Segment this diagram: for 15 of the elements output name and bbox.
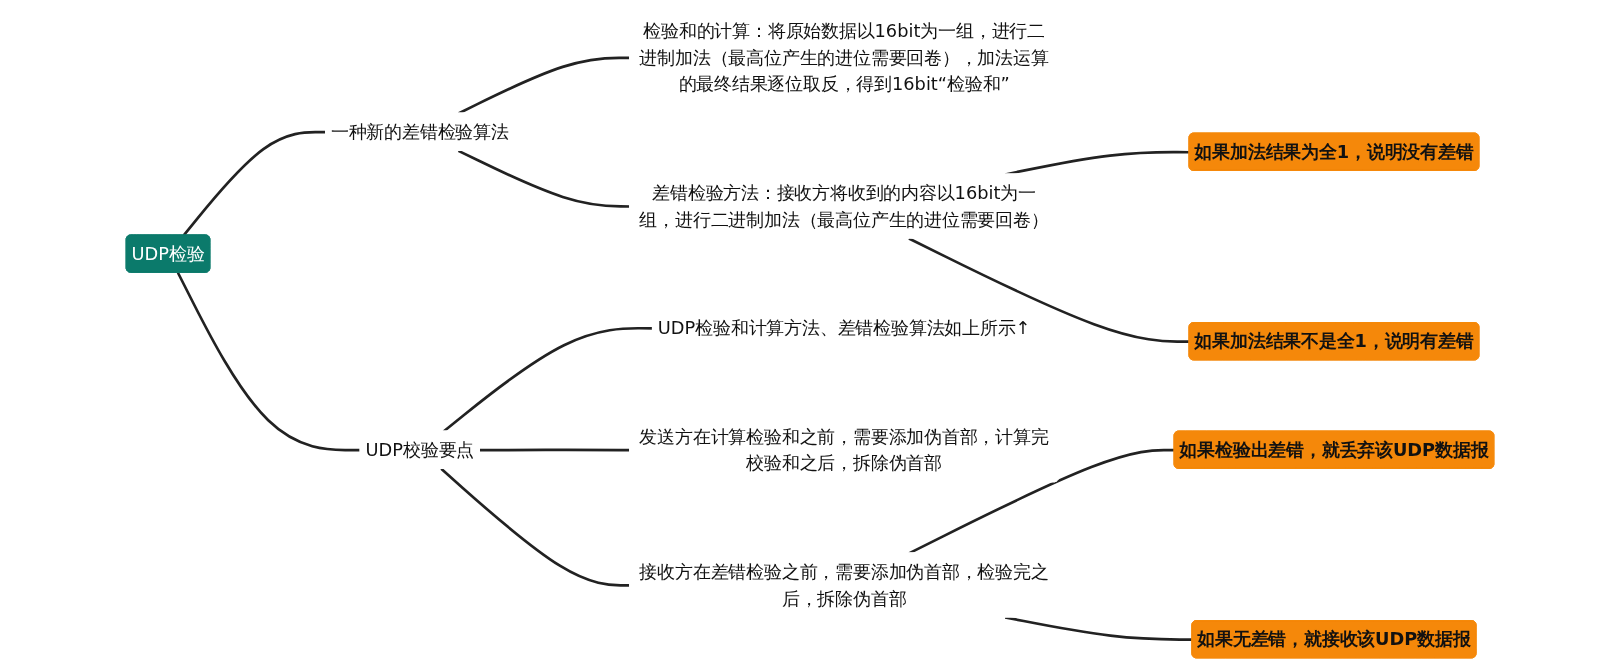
connector	[1004, 616, 1193, 641]
node-text: 差错检验方法：接收方将收到的内容以16bit为一组，进行二进制加法（最高位产生的进位需要回卷）	[639, 182, 1049, 231]
node-text: 发送方在计算检验和之前，需要添加伪首部，计算完校验和之后，拆除伪首部	[639, 425, 1049, 474]
node-text: UDP检验和计算方法、差错检验算法如上所示↑	[657, 317, 1031, 339]
connector	[440, 467, 631, 587]
node-text: UDP校验要点	[365, 439, 475, 461]
connector	[457, 56, 631, 115]
node-text: 检验和的计算：将原始数据以16bit为一组，进行二进制加法（最高位产生的进位需要回卷），加法运算的最终结果逐位取反，得到16bit“检验和”	[639, 20, 1049, 95]
connector	[442, 326, 653, 433]
connector	[176, 272, 361, 452]
node-text: 一种新的差错检验算法	[330, 121, 509, 143]
node-text: 接收方在差错检验之前，需要添加伪首部，检验完之后，拆除伪首部	[639, 560, 1049, 609]
connector	[479, 448, 631, 452]
connector	[908, 237, 1190, 343]
connector	[457, 149, 631, 208]
